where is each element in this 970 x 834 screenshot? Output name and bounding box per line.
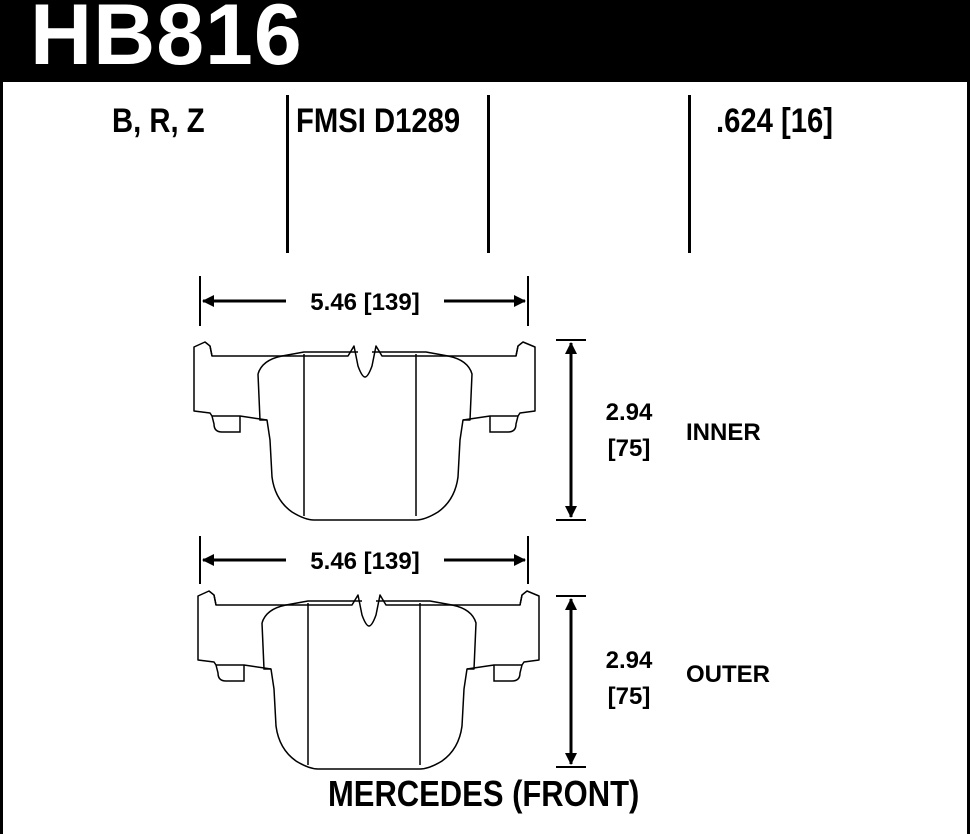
outer-side-label: OUTER <box>686 661 770 688</box>
inner-height-inches: 2.94 <box>606 399 653 426</box>
fmsi-number: FMSI D1289 <box>296 102 461 140</box>
inner-pad-group: 5.46 [139] 2.94 [75] INNER <box>193 276 761 521</box>
application-title: MERCEDES (FRONT) <box>328 773 640 814</box>
frame-right-border <box>967 82 970 834</box>
part-number: HB816 <box>30 0 303 83</box>
frame-left-border <box>0 82 3 834</box>
header-bar: HB816 <box>0 0 970 82</box>
compound-codes: B, R, Z <box>112 102 205 140</box>
inner-pad-outline <box>193 341 536 521</box>
inner-side-label: INNER <box>686 419 761 446</box>
pad-thickness: .624 [16] <box>716 102 834 140</box>
inner-height-mm: [75] <box>608 435 651 462</box>
inner-width-label: 5.46 [139] <box>310 289 419 316</box>
spec-divider-3 <box>688 95 691 253</box>
outer-pad-group: 5.46 [139] 2.94 [75] OUTER <box>197 536 770 770</box>
spec-divider-2 <box>487 95 490 253</box>
outer-height-mm: [75] <box>608 683 651 710</box>
outer-height-inches: 2.94 <box>606 647 653 674</box>
outer-width-label: 5.46 [139] <box>310 548 419 575</box>
outer-pad-outline <box>197 590 540 770</box>
spec-divider-1 <box>286 95 289 253</box>
